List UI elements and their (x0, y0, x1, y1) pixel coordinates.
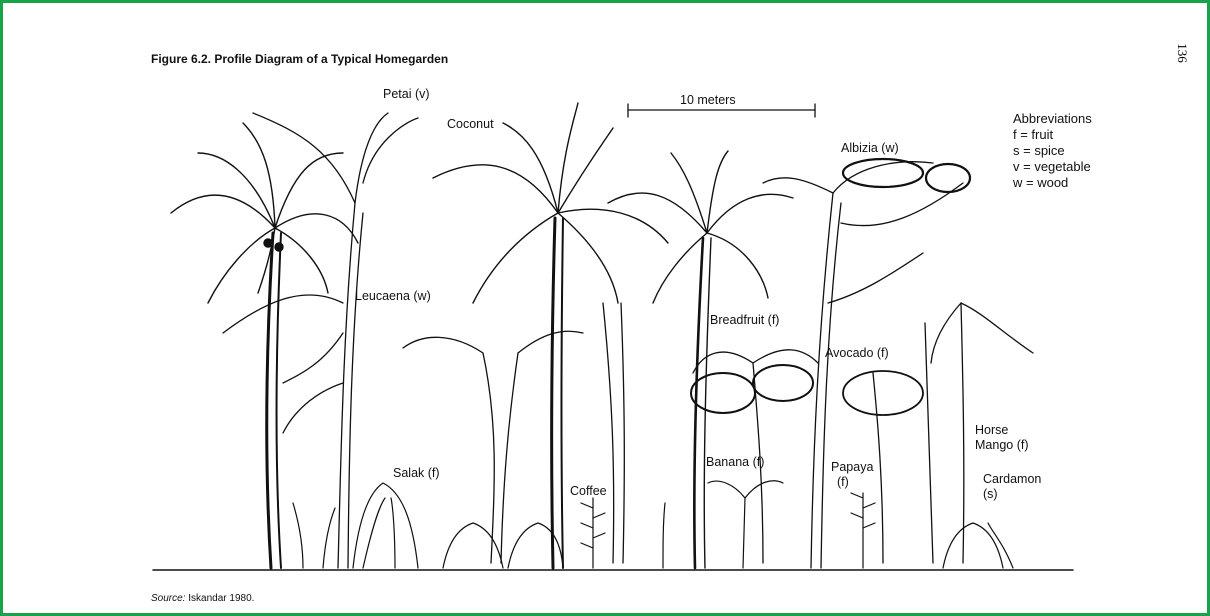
leucaena-tree-drawing (403, 303, 624, 563)
label-coconut: Coconut (447, 117, 494, 131)
homegarden-illustration (3, 3, 1207, 613)
figure-page: Figure 6.2. Profile Diagram of a Typical… (3, 3, 1207, 613)
label-coffee: Coffee (570, 484, 607, 498)
label-papaya-line2: (f) (837, 475, 849, 489)
petai-tree-drawing (223, 113, 418, 568)
label-albizia: Albizia (w) (841, 141, 899, 155)
label-papaya-line1: Papaya (831, 460, 873, 474)
label-cardamon-line1: Cardamon (983, 472, 1041, 486)
abbreviations-heading: Abbreviations (1013, 111, 1092, 127)
source-citation: Source: Iskandar 1980. (151, 593, 254, 604)
label-salak: Salak (f) (393, 466, 440, 480)
abbreviation-wood: w = wood (1013, 175, 1092, 191)
left-coconut-palm-drawing (171, 123, 358, 568)
label-avocado: Avocado (f) (825, 346, 889, 360)
scale-label: 10 meters (680, 93, 736, 107)
label-banana: Banana (f) (706, 455, 764, 469)
understory-drawing (293, 481, 1013, 568)
label-leucaena: Leucaena (w) (355, 289, 431, 303)
label-petai: Petai (v) (383, 87, 430, 101)
abbreviations-legend: Abbreviations f = fruit s = spice v = ve… (1013, 111, 1092, 191)
abbreviation-vegetable: v = vegetable (1013, 159, 1092, 175)
label-horse-mango-line1: Horse (975, 423, 1008, 437)
abbreviation-fruit: f = fruit (1013, 127, 1092, 143)
abbreviation-spice: s = spice (1013, 143, 1092, 159)
label-cardamon-line2: (s) (983, 487, 998, 501)
source-text: Iskandar 1980. (185, 593, 254, 604)
label-breadfruit: Breadfruit (f) (710, 313, 779, 327)
label-horse-mango-line2: Mango (f) (975, 438, 1029, 452)
central-coconut-drawing (433, 103, 668, 568)
right-coconut-drawing (608, 151, 793, 568)
source-label: Source: (151, 593, 185, 604)
